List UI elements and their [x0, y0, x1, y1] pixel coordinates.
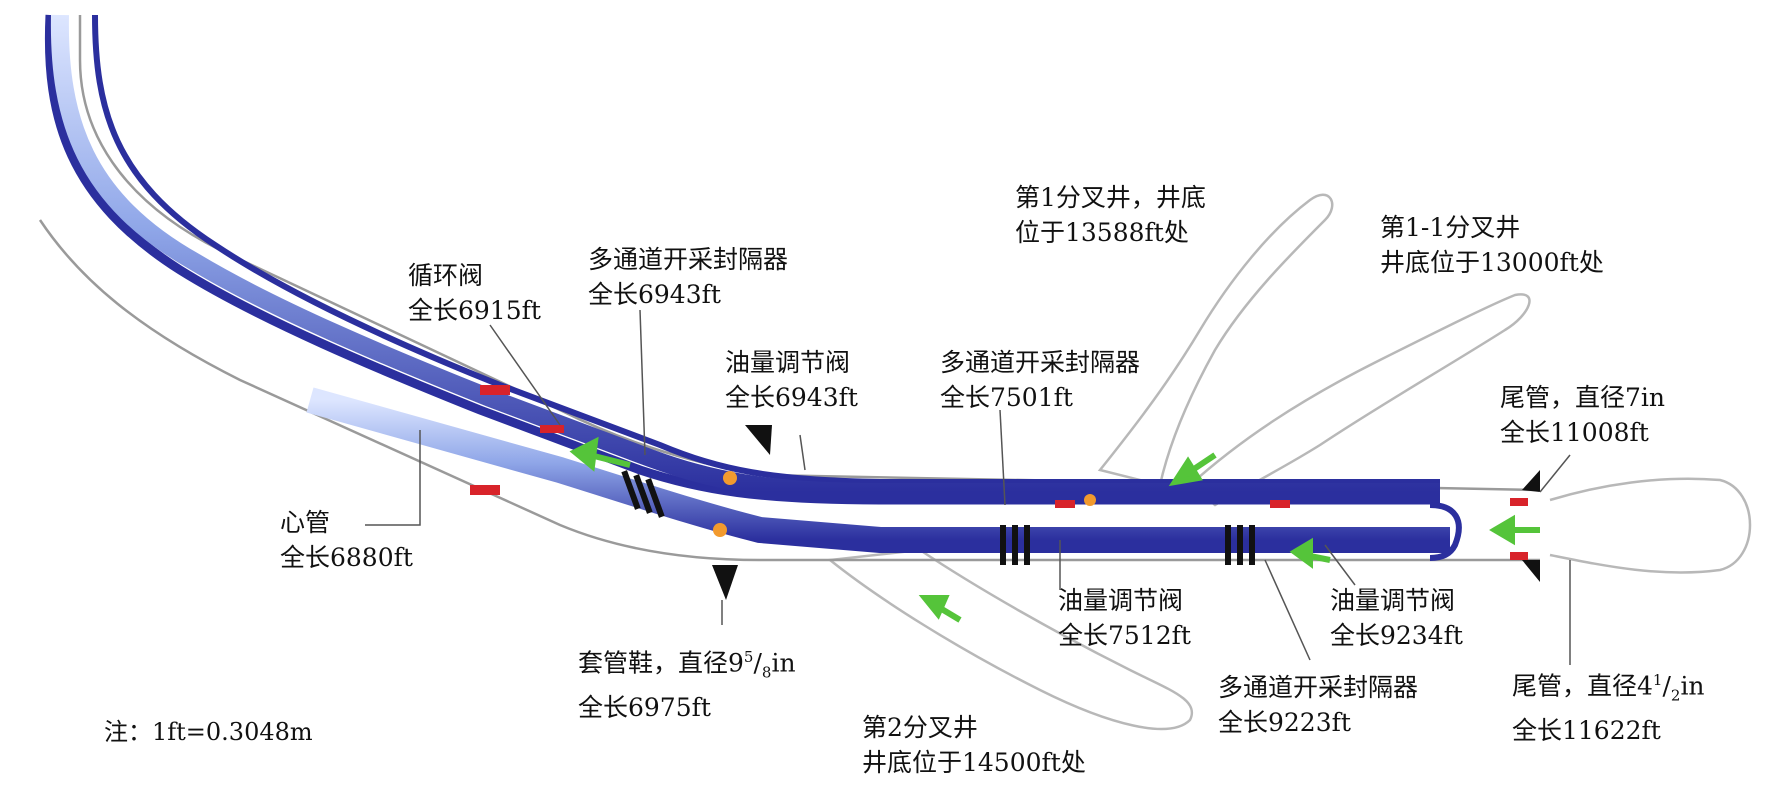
liner-7-marker-icon — [1522, 470, 1540, 492]
leader-lines — [365, 309, 1571, 665]
choke-valve-2-name: 油量调节阀 — [1058, 586, 1184, 615]
packer-3-icon — [1225, 525, 1255, 565]
packer-2-label: 多通道开采封隔器 全长7501ft — [940, 345, 1140, 415]
seal-accents — [470, 385, 1528, 560]
tubing-upper-wall — [44, 14, 1440, 505]
choke-valve-3-name: 油量调节阀 — [1330, 586, 1456, 615]
packer-3-length: 全长9223ft — [1218, 708, 1351, 737]
choke-valve-2-length: 全长7512ft — [1058, 621, 1191, 650]
branch-2-outline — [826, 548, 1194, 731]
liner-45-label: 尾管，直径41/2in 全长11622ft — [1512, 663, 1705, 748]
mandrel-end-loop — [1429, 502, 1462, 561]
tubing-body — [50, 14, 1440, 501]
branch-1-1-outline — [1188, 293, 1531, 507]
liner-7-length: 全长11008ft — [1500, 418, 1649, 447]
branch-1-1-label: 第1-1分叉井 井底位于13000ft处 — [1380, 210, 1604, 280]
branch-1-line1: 第1分叉井，井底 — [1015, 183, 1206, 212]
packer-2-name: 多通道开采封隔器 — [940, 348, 1141, 377]
casing-shoe-label: 套管鞋，直径95/8in 全长6975ft — [578, 640, 796, 725]
packer-2-icon — [1000, 525, 1030, 565]
choke-valve-1-name: 油量调节阀 — [725, 348, 851, 377]
liner-45-marker-icon — [1522, 560, 1540, 582]
branch-2-label: 第2分叉井 井底位于14500ft处 — [862, 710, 1086, 780]
branch-1-1-line1: 第1-1分叉井 — [1380, 213, 1521, 242]
main-hole-end-outline — [1549, 477, 1752, 574]
mandrel-length: 全长6880ft — [280, 543, 413, 572]
circulation-valve-label: 循环阀 全长6915ft — [408, 258, 541, 328]
casing-shoe-name: 套管鞋，直径95/8in — [578, 648, 796, 682]
packer-1-name: 多通道开采封隔器 — [588, 245, 789, 274]
outer-casing-lower — [38, 219, 1540, 562]
packer-1-icon — [621, 470, 665, 518]
choke-valve-3-label: 油量调节阀 全长9234ft — [1330, 583, 1463, 653]
branch-1-1-line2: 井底位于13000ft处 — [1380, 248, 1604, 277]
choke-valve-3-length: 全长9234ft — [1330, 621, 1463, 650]
circulation-valve-length: 全长6915ft — [408, 296, 541, 325]
circulation-valve-name: 循环阀 — [408, 261, 484, 290]
branch-1-line2: 位于13588ft处 — [1015, 218, 1189, 247]
branch-1-label: 第1分叉井，井底 位于13588ft处 — [1015, 180, 1206, 250]
branch-2-line2: 井底位于14500ft处 — [862, 748, 1086, 777]
packer-2-length: 全长7501ft — [940, 383, 1073, 412]
liner-45-length: 全长11622ft — [1512, 716, 1661, 746]
packer-3-name: 多通道开采封隔器 — [1218, 673, 1419, 702]
flow-arrows — [569, 436, 1540, 623]
liner-45-name: 尾管，直径41/2in — [1512, 671, 1705, 705]
branch-2-line1: 第2分叉井 — [862, 713, 978, 742]
choke-valve-1-label: 油量调节阀 全长6943ft — [725, 345, 858, 415]
packer-1-length: 全长6943ft — [588, 280, 721, 309]
choke-valve-2-label: 油量调节阀 全长7512ft — [1058, 583, 1191, 653]
liner-7-label: 尾管，直径7in 全长11008ft — [1500, 380, 1665, 450]
packer-1-label: 多通道开采封隔器 全长6943ft — [588, 242, 788, 312]
mandrel-label: 心管 全长6880ft — [280, 505, 413, 575]
casing-shoe-length: 全长6975ft — [578, 693, 711, 723]
choke-valve-1-length: 全长6943ft — [725, 383, 858, 412]
casing-shoe-upper-marker-icon — [745, 425, 772, 455]
casing-shoe-lower-marker-icon — [712, 565, 738, 600]
outer-casing-upper — [78, 15, 1541, 492]
packer-3-label: 多通道开采封隔器 全长9223ft — [1218, 670, 1418, 740]
tubing-lower-wall — [92, 14, 1440, 485]
branch-1-outline — [1097, 193, 1334, 487]
liner-7-name: 尾管，直径7in — [1500, 383, 1666, 412]
mandrel-name: 心管 — [280, 508, 331, 537]
mandrel-string — [306, 387, 1450, 553]
unit-note: 注：1ft=0.3048m — [104, 718, 313, 746]
